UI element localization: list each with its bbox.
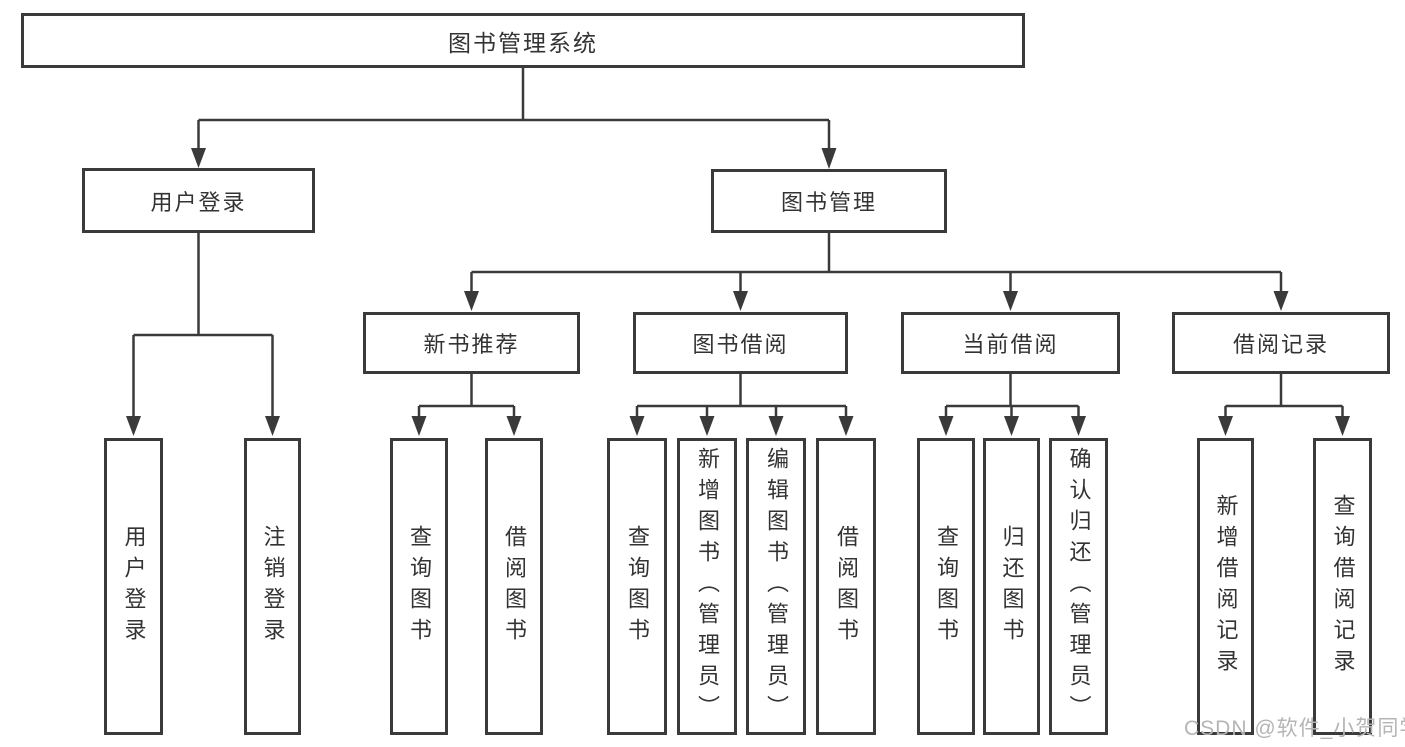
node-label: 新书推荐	[423, 332, 520, 357]
leaf-borrow-books-recommend: 借阅图书	[485, 438, 543, 735]
node-user-login: 用户登录	[82, 168, 315, 233]
node-label: 借阅图书	[502, 524, 527, 649]
node-label: 图书管理	[780, 190, 877, 215]
node-label: 查询图书	[625, 524, 650, 649]
leaf-add-borrow-record: 新增借阅记录	[1197, 438, 1254, 735]
leaf-query-books-recommend: 查询图书	[390, 438, 448, 735]
csdn-watermark: CSDN @软件_小贺同学	[1184, 717, 1405, 740]
node-label: 当前借阅	[962, 332, 1059, 357]
leaf-query-books-current: 查询图书	[917, 438, 975, 735]
leaf-edit-books-admin: 编辑图书（管理员）	[746, 438, 806, 735]
node-borrow-records: 借阅记录	[1172, 312, 1390, 374]
node-label: 用户登录	[121, 524, 147, 649]
node-new-book-recommend: 新书推荐	[363, 312, 580, 374]
node-label: 查询借阅记录	[1330, 493, 1356, 680]
node-label: 编辑图书（管理员）	[764, 447, 789, 726]
node-label: 图书借阅	[692, 332, 789, 357]
node-label: 归还图书	[999, 524, 1025, 649]
node-label: 新增借阅记录	[1213, 493, 1239, 680]
node-book-management: 图书管理	[711, 169, 947, 233]
node-label: 查询图书	[934, 524, 959, 649]
node-label: 确认归还（管理员）	[1066, 447, 1092, 726]
leaf-add-books-admin: 新增图书（管理员）	[677, 438, 737, 735]
leaf-logout: 注销登录	[244, 438, 301, 735]
node-library-management-system: 图书管理系统	[21, 13, 1025, 68]
node-label: 新增图书（管理员）	[695, 447, 720, 726]
arrow-down-icons	[126, 148, 1350, 436]
leaf-return-books: 归还图书	[983, 438, 1040, 735]
node-label: 借阅记录	[1232, 332, 1329, 357]
node-label: 图书管理系统	[448, 29, 598, 56]
leaf-query-borrow-record: 查询借阅记录	[1313, 438, 1372, 735]
node-book-borrow: 图书借阅	[633, 312, 848, 374]
leaf-confirm-return-admin: 确认归还（管理员）	[1049, 438, 1108, 735]
node-label: 借阅图书	[834, 524, 859, 649]
node-current-borrow: 当前借阅	[901, 312, 1120, 374]
leaf-user-login: 用户登录	[104, 438, 163, 735]
node-label: 注销登录	[260, 524, 286, 649]
leaf-borrow-books: 借阅图书	[816, 438, 876, 735]
node-label: 用户登录	[150, 189, 247, 215]
node-label: 查询图书	[407, 524, 432, 649]
leaf-query-books-borrow: 查询图书	[607, 438, 667, 735]
